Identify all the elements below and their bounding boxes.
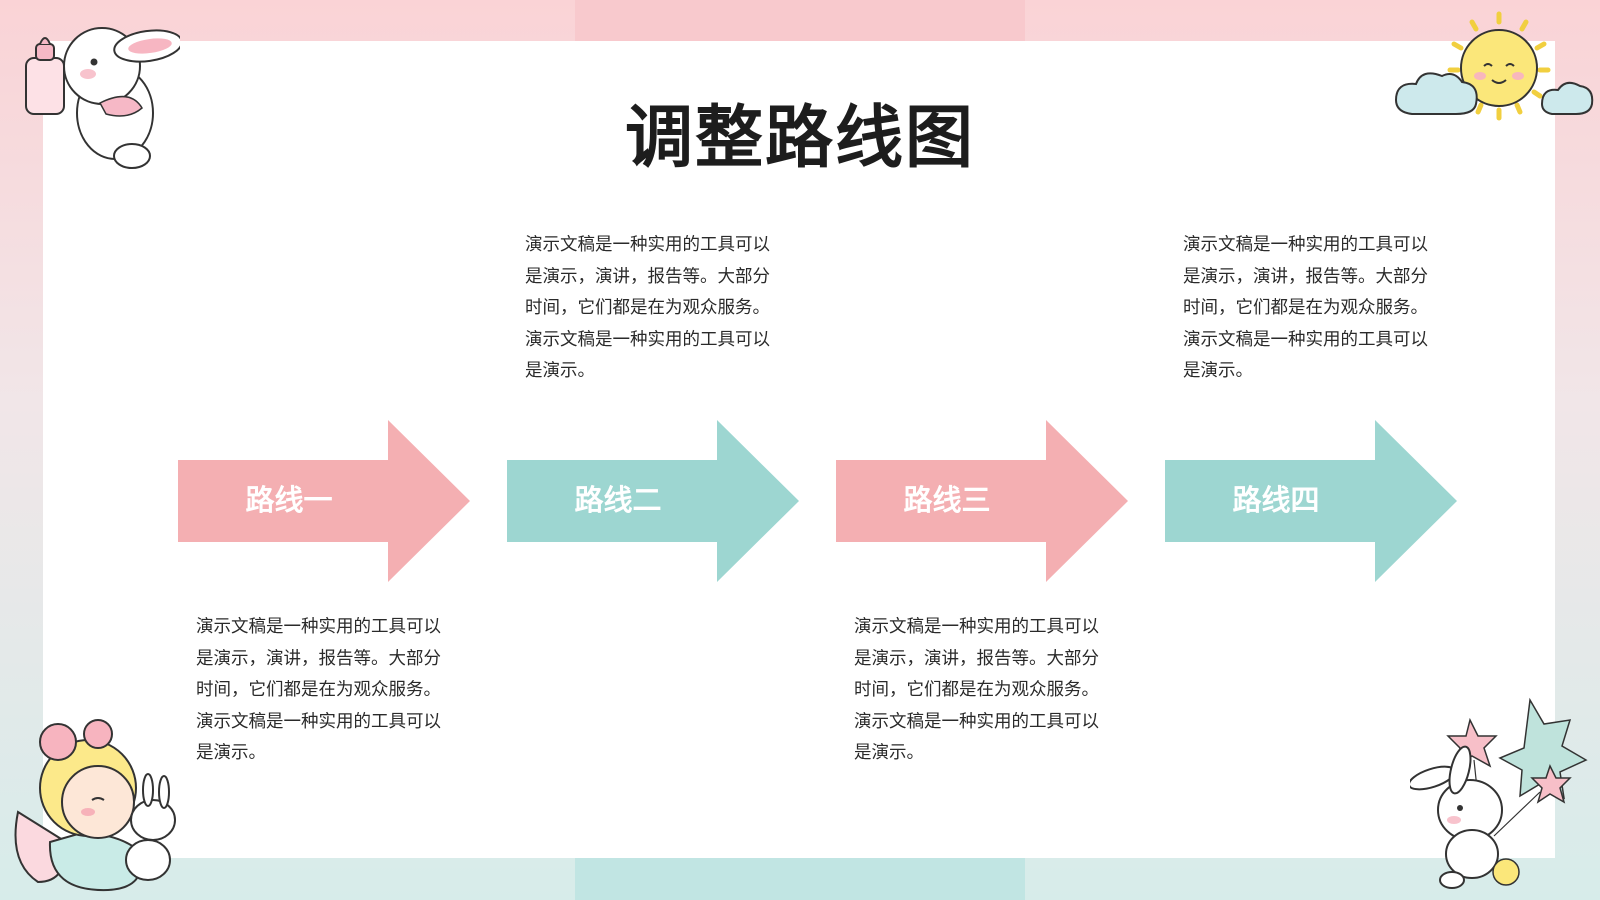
slide-card [43, 41, 1555, 858]
bunny-with-balloons-icon [1410, 697, 1588, 889]
arrow-shape-3 [836, 420, 1128, 582]
top-tab-decoration [575, 0, 1025, 41]
bunny-with-bottle-icon [25, 27, 180, 169]
route-description-4: 演示文稿是一种实用的工具可以是演示，演讲，报告等。大部分时间，它们都是在为观众服… [1183, 235, 1428, 381]
route-description-3: 演示文稿是一种实用的工具可以是演示，演讲，报告等。大部分时间，它们都是在为观众服… [854, 617, 1099, 763]
girl-with-bunny-icon [14, 719, 176, 892]
route-label-4: 路线四 [1232, 483, 1320, 517]
route-arrow-2: 路线二 [507, 418, 799, 584]
route-description-1: 演示文稿是一种实用的工具可以是演示，演讲，报告等。大部分时间，它们都是在为观众服… [196, 617, 441, 763]
route-label-1: 路线一 [245, 483, 333, 517]
arrow-shape-4 [1165, 420, 1457, 582]
route-label-3: 路线三 [903, 483, 991, 517]
arrow-shape-1 [178, 420, 470, 582]
arrow-shape-2 [507, 420, 799, 582]
route-arrow-3: 路线三 [836, 418, 1128, 584]
route-arrow-4: 路线四 [1165, 418, 1457, 584]
sun-with-cloud-icon [1394, 11, 1594, 121]
page-title: 调整路线图 [624, 99, 975, 178]
route-arrow-1: 路线一 [178, 418, 470, 584]
route-description-2: 演示文稿是一种实用的工具可以是演示，演讲，报告等。大部分时间，它们都是在为观众服… [525, 235, 770, 381]
route-label-2: 路线二 [574, 483, 662, 517]
bottom-tab-decoration [575, 858, 1025, 900]
